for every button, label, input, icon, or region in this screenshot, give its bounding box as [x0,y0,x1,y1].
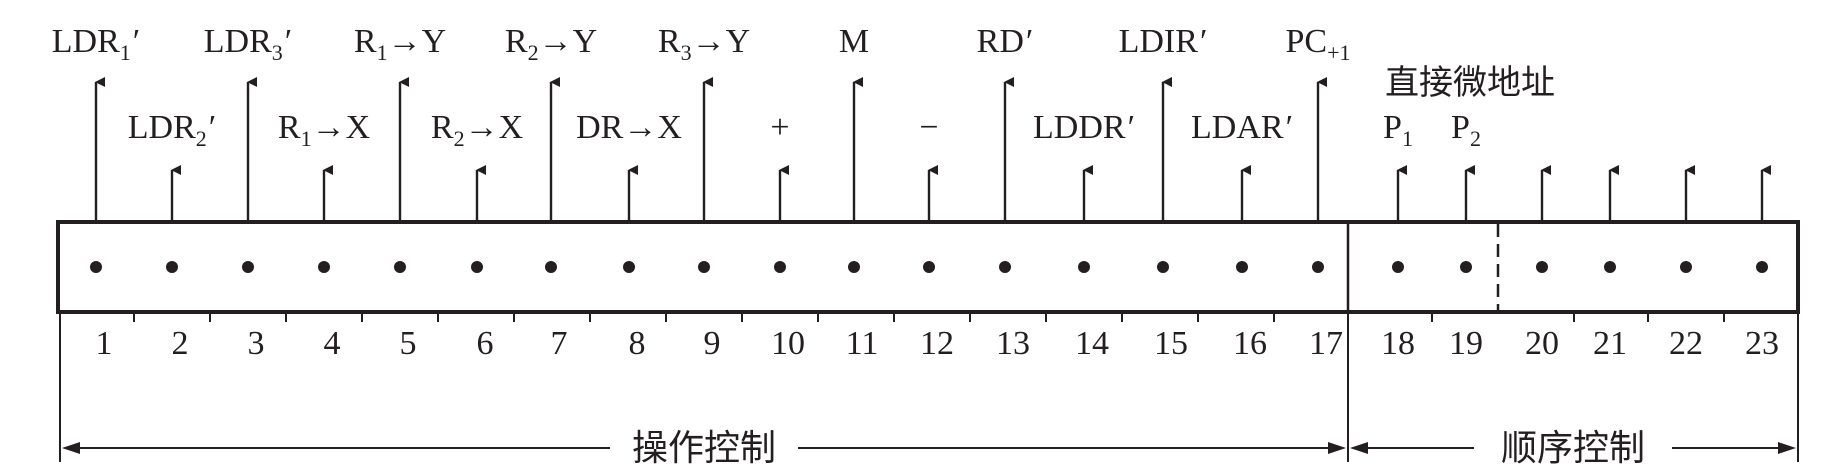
bit-dot-12 [923,261,935,273]
bit-dot-11 [848,261,860,273]
signal-arrows [94,77,1771,222]
bit-dot-4 [318,261,330,273]
bit-number-8: 8 [629,325,646,362]
bit-number-15: 15 [1154,325,1188,362]
signal-label-bit-5: R1→Y [354,23,446,65]
bit-dot-3 [242,261,254,273]
bit-number-21: 21 [1593,325,1627,362]
signal-label-bit-3: LDR3′ [204,23,292,65]
signal-label-bit-18: P1 [1383,109,1413,151]
bit-dot-21 [1604,261,1616,273]
operation-control-bracket: 操作控制 [62,428,1346,469]
bit-dot-10 [774,261,786,273]
bit-dot-14 [1078,261,1090,273]
bit-number-14: 14 [1075,325,1109,362]
bit-dot-2 [166,261,178,273]
signal-label-bit-4: R1→X [278,109,370,151]
signal-label-bit-19: P2 [1451,109,1481,151]
signal-label-bit-13: RD′ [977,23,1034,60]
bit-number-20: 20 [1525,325,1559,362]
signal-label-bit-15: LDIR′ [1119,23,1208,60]
signal-label-bit-10: + [770,109,789,146]
bit-dot-1 [90,261,102,273]
bit-dot-18 [1392,261,1404,273]
signal-label-bit-8: DR→X [576,109,682,146]
signal-label-bit-7: R2→Y [505,23,597,65]
bit-dot-22 [1680,261,1692,273]
bit-dots [90,261,1768,273]
bit-dot-23 [1756,261,1768,273]
bit-number-17: 17 [1309,325,1343,362]
bit-dot-19 [1460,261,1472,273]
bit-number-11: 11 [846,325,879,362]
bit-dot-8 [623,261,635,273]
operation-control-label: 操作控制 [632,428,776,469]
bit-dot-5 [394,261,406,273]
bit-number-18: 18 [1381,325,1415,362]
signal-label-bit-14: LDDR′ [1033,109,1135,146]
bit-dot-17 [1312,261,1324,273]
sequence-control-bracket: 顺序控制 [1350,428,1796,469]
signal-label-bit-16: LDAR′ [1191,109,1293,146]
signal-label-bit-12: − [919,109,938,146]
bit-dot-13 [999,261,1011,273]
signal-labels: LDR1′ LDR2′ LDR3′ R1→X R1→Y R2→X R2→Y DR→X R3→Y +… [52,23,1481,151]
bit-number-9: 9 [704,325,721,362]
signal-label-bit-2: LDR2′ [128,109,216,151]
signal-label-bit-6: R2→X [431,109,523,151]
bit-ticks [133,312,1725,322]
bit-number-22: 22 [1669,325,1703,362]
bit-number-7: 7 [551,325,568,362]
bit-number-1: 1 [96,325,113,362]
bit-number-23: 23 [1745,325,1779,362]
bit-number-5: 5 [400,325,417,362]
signal-label-bit-9: R3→Y [658,23,750,65]
signal-label-bit-1: LDR1′ [52,23,140,65]
bit-number-3: 3 [248,325,265,362]
bit-dot-16 [1236,261,1248,273]
bit-number-13: 13 [996,325,1030,362]
next-address-label: 直接微地址 [1385,63,1555,103]
bit-dot-15 [1157,261,1169,273]
bit-number-10: 10 [771,325,805,362]
bit-number-12: 12 [920,325,954,362]
bit-number-19: 19 [1449,325,1483,362]
bit-number-4: 4 [324,325,341,362]
bit-dot-6 [471,261,483,273]
bit-number-16: 16 [1233,325,1267,362]
signal-label-bit-17: PC+1 [1285,23,1350,65]
sequence-control-label: 顺序控制 [1501,428,1645,469]
bit-dot-20 [1536,261,1548,273]
bit-dot-7 [545,261,557,273]
bit-number-2: 2 [172,325,189,362]
signal-label-bit-11: M [839,23,869,60]
bit-dot-9 [698,261,710,273]
bit-number-6: 6 [477,325,494,362]
